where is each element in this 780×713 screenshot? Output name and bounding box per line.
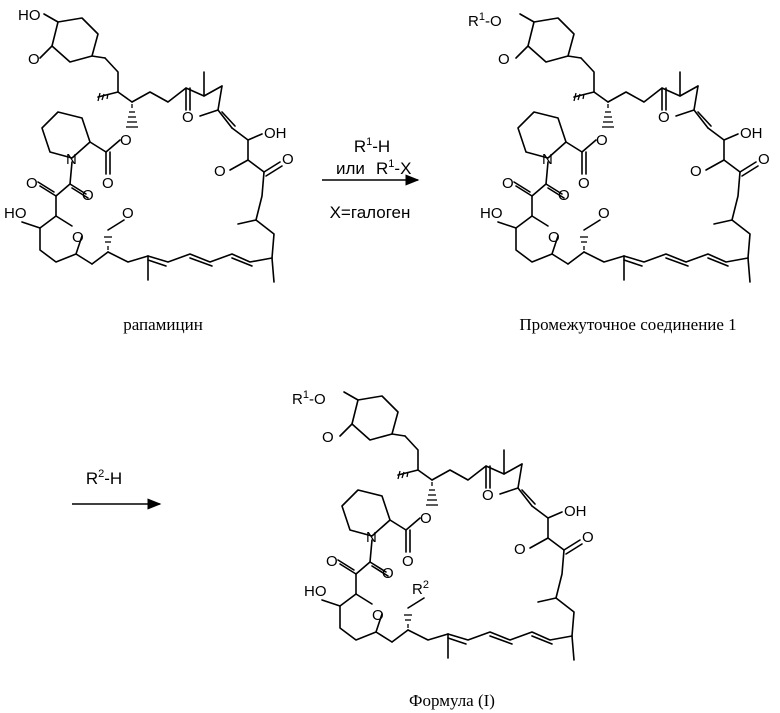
- caption-rapamycin: рапамицин: [123, 315, 203, 334]
- atom-label-o-carbonyl-2: O: [578, 175, 590, 192]
- atom-label-o-amide-2: O: [558, 187, 570, 204]
- atom-label-o-ester-2: O: [596, 132, 608, 149]
- reagent-r1-x: R1-X: [376, 158, 411, 178]
- atom-label-o-1: O: [28, 51, 40, 68]
- atom-label-o-methoxy-1: O: [122, 205, 134, 222]
- atom-label-o-ester-3: O: [420, 510, 432, 527]
- atom-label-ho-2: HO: [4, 205, 27, 222]
- atom-label-ho-1: HO: [18, 7, 41, 24]
- atom-label-o-ketone-5: O: [482, 487, 494, 504]
- caption-intermediate: Промежуточное соединение 1: [519, 315, 736, 334]
- atom-label-o-ring-2: O: [548, 229, 560, 246]
- atom-label-o-ketone-4: O: [758, 151, 770, 168]
- atom-label-o-amide-1: O: [82, 187, 94, 204]
- atom-label-o-ketone-3: O: [658, 109, 670, 126]
- atom-label-o-amide-3: O: [382, 565, 394, 582]
- atom-label-o-ester-1: O: [120, 132, 132, 149]
- atom-label-o-methoxy-4: O: [690, 163, 702, 180]
- atom-label-r1-2: R1-O: [292, 389, 326, 408]
- atom-label-ho-4: HO: [304, 583, 327, 600]
- atom-label-o-3: O: [322, 429, 334, 446]
- atom-label-o-methoxy-5: O: [514, 541, 526, 558]
- rapamycin-structure: HO O O O N O O HO O O O OH O O: [4, 7, 294, 282]
- atom-label-n-3: N: [366, 529, 377, 546]
- atom-label-n-1: N: [66, 151, 77, 168]
- atom-label-oh-1: OH: [264, 125, 287, 142]
- atom-label-oh-2: OH: [740, 125, 763, 142]
- reagent-r1-h: R1-H: [354, 136, 390, 156]
- intermediate-structure: R1-O O O O N O O HO O O O OH O O: [468, 11, 770, 282]
- atom-label-o-2: O: [498, 51, 510, 68]
- condition-x-halogen: X=галоген: [330, 203, 411, 222]
- atom-label-o-ring-1: O: [72, 229, 84, 246]
- atom-label-o-methoxy-2: O: [214, 163, 226, 180]
- atom-label-r1-1: R1-O: [468, 11, 502, 30]
- atom-label-o-ketone-6: O: [582, 529, 594, 546]
- caption-formula: Формула (I): [409, 691, 495, 710]
- formula-structure: R1-O O O O N O O HO O R2 O OH O O: [292, 389, 594, 660]
- atom-label-o-ketone-2: O: [282, 151, 294, 168]
- atom-label-r2: R2: [412, 579, 429, 598]
- condition-or: или: [336, 159, 365, 178]
- atom-label-o-carbonyl-3: O: [402, 553, 414, 570]
- atom-label-o-keto-2: O: [502, 175, 514, 192]
- atom-label-o-carbonyl-1: O: [102, 175, 114, 192]
- atom-label-n-2: N: [542, 151, 553, 168]
- atom-label-oh-3: OH: [564, 503, 587, 520]
- atom-label-o-keto-3: O: [326, 553, 338, 570]
- atom-label-o-ketone-1: O: [182, 109, 194, 126]
- atom-label-ho-3: HO: [480, 205, 503, 222]
- atom-label-o-ring-3: O: [372, 607, 384, 624]
- atom-label-o-keto-1: O: [26, 175, 38, 192]
- reagent-r2-h: R2-H: [86, 468, 122, 488]
- atom-label-o-methoxy-3: O: [598, 205, 610, 222]
